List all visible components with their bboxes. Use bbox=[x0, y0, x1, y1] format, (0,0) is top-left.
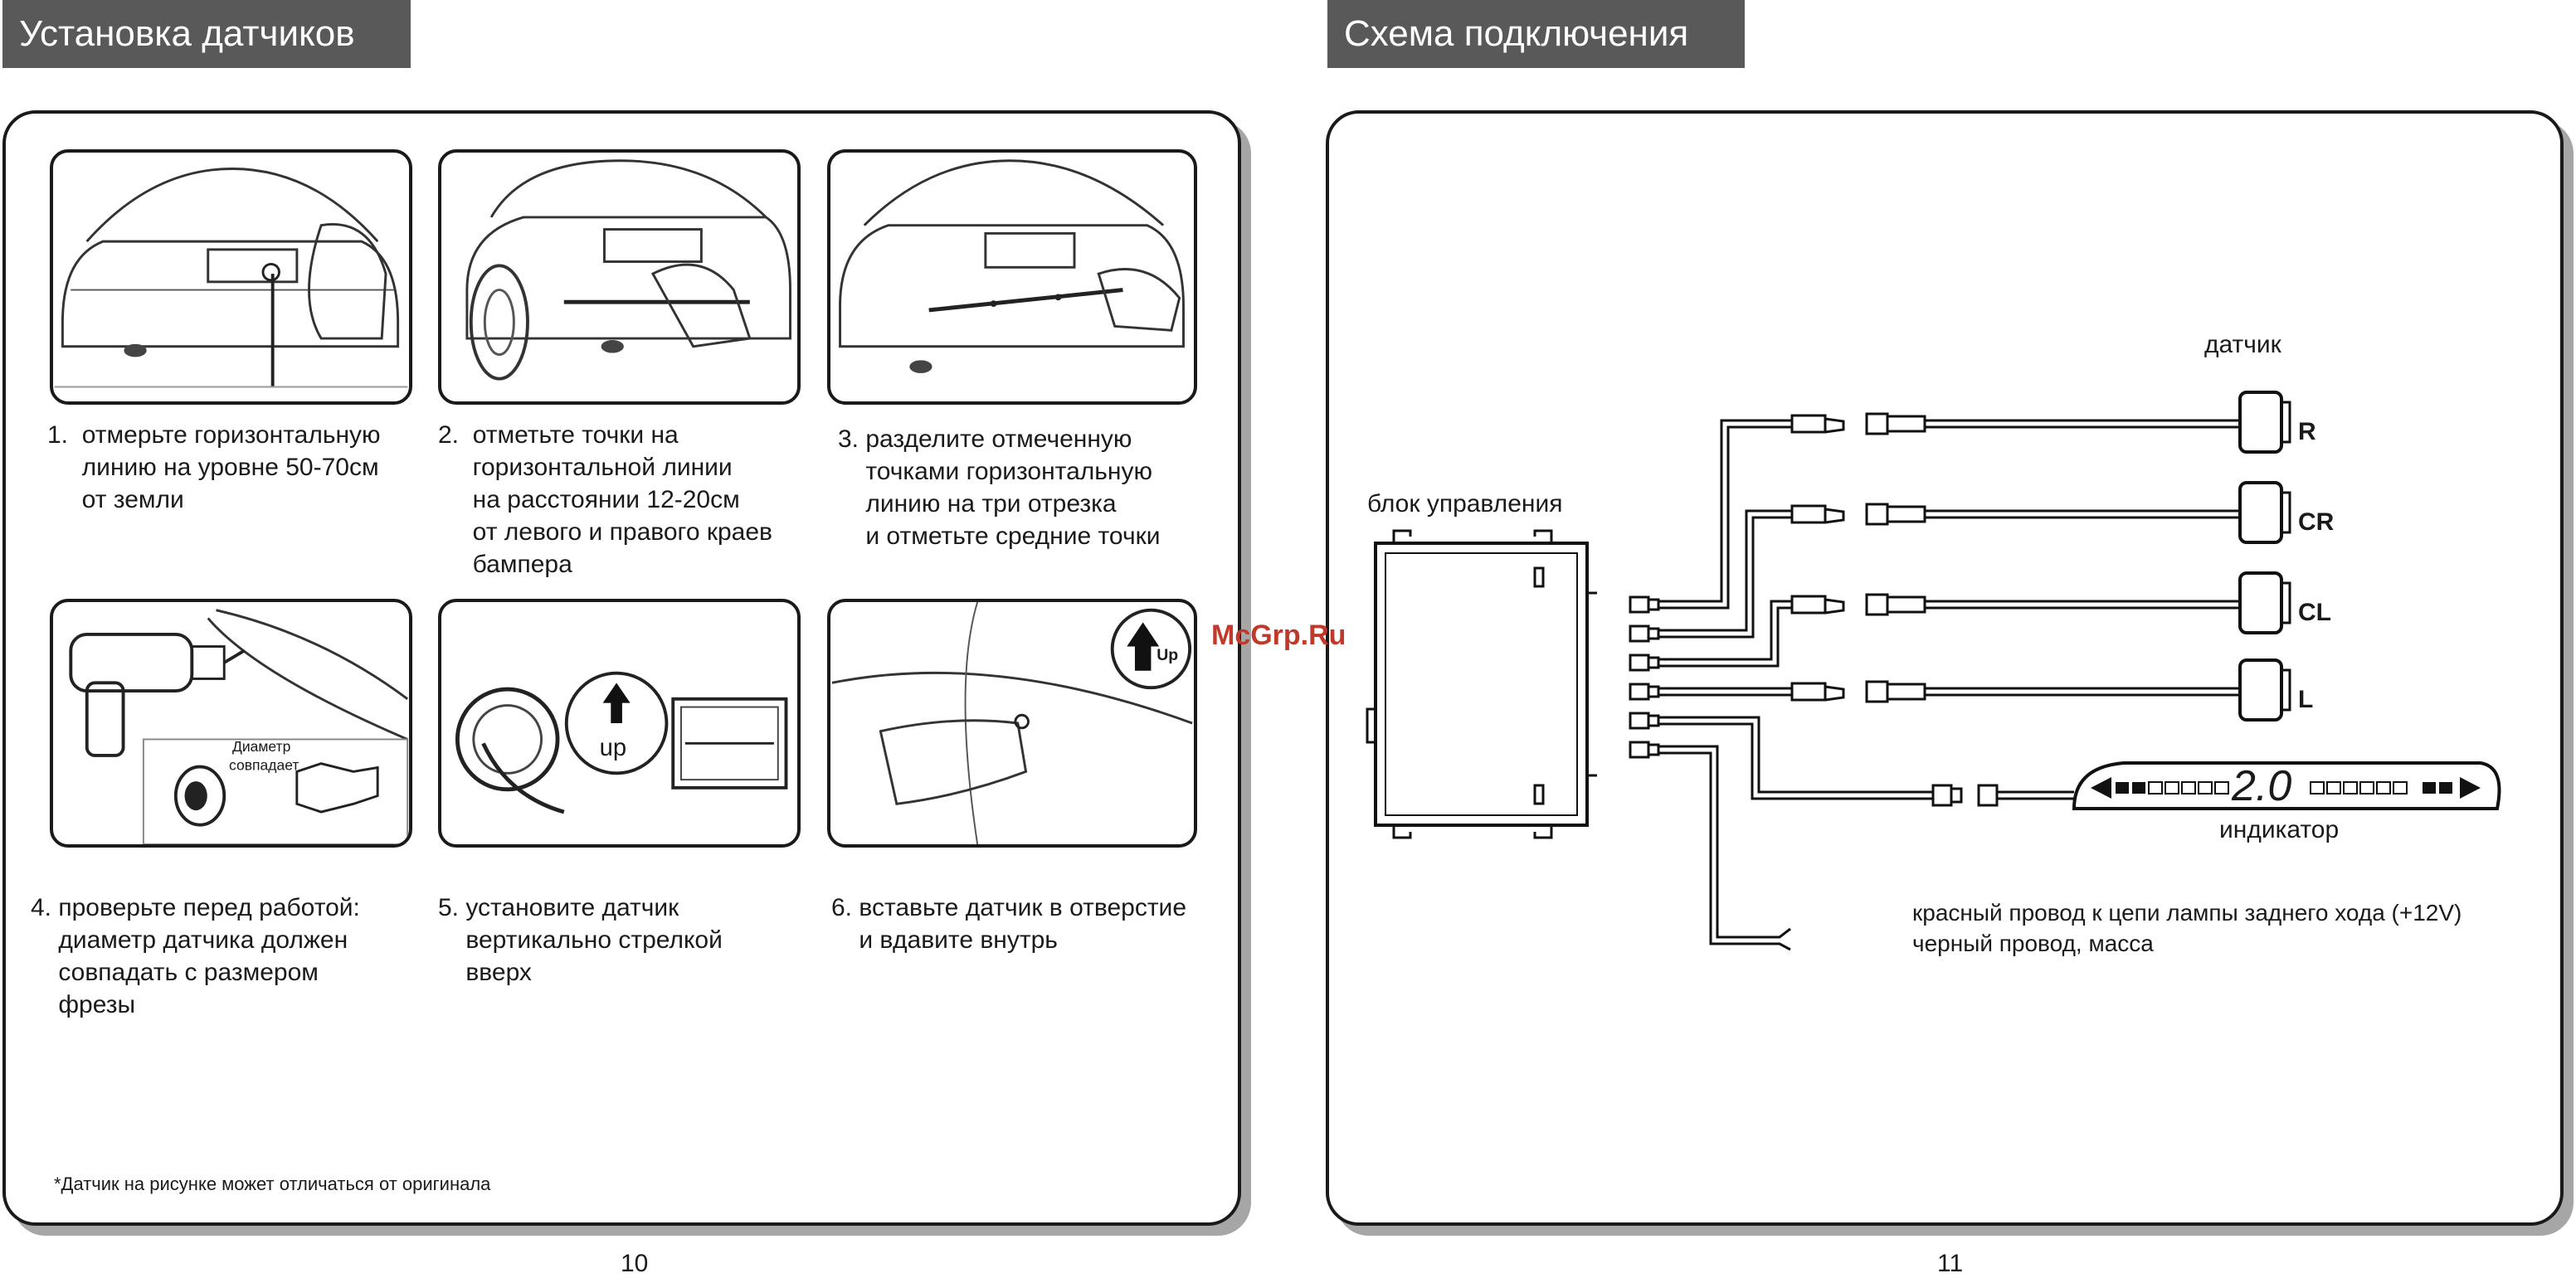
wiring-diagram: блок управления bbox=[1327, 112, 2568, 1223]
drill-icon: Диаметр совпадает bbox=[69, 609, 409, 844]
car-rear-divide-icon bbox=[839, 159, 1185, 373]
sensor-l-label: L bbox=[2298, 686, 2313, 713]
step-1-illustration bbox=[50, 149, 412, 405]
sensor-cl-label: CL bbox=[2298, 599, 2331, 626]
step-3-illustration bbox=[827, 149, 1197, 405]
right-page-title: Схема подключения bbox=[1327, 0, 1745, 68]
watermark: McGrp.Ru bbox=[1211, 620, 1346, 651]
sensor-line-r bbox=[1790, 391, 2291, 454]
sensor-line-cr bbox=[1790, 481, 2291, 544]
unit-connectors bbox=[1629, 595, 1660, 759]
sensor-line-cl bbox=[1790, 571, 2291, 634]
sensor-cr-label: CR bbox=[2298, 508, 2335, 536]
black-wire-label: черный провод, масса bbox=[1912, 931, 2154, 956]
left-page-title: Установка датчиков bbox=[2, 0, 411, 68]
car-rear-mark-icon bbox=[465, 159, 791, 381]
page-number-right: 11 bbox=[1937, 1250, 1964, 1277]
step-5-text: 5. установите датчик вертикально стрелко… bbox=[438, 894, 723, 986]
diameter-label-1: Диаметр bbox=[232, 738, 290, 755]
indicator-value: 2.0 bbox=[2231, 762, 2291, 810]
power-wires bbox=[1658, 745, 1791, 951]
step-2-text: 2. отметьте точки на горизонтальной лини… bbox=[438, 421, 772, 578]
indicator-connector bbox=[1931, 784, 2074, 807]
wiring-diagram-svg: блок управления bbox=[1366, 331, 2501, 956]
step-5-illustration: up bbox=[438, 599, 801, 848]
step-4-text: 4. проверьте перед работой: диаметр датч… bbox=[31, 894, 360, 1018]
red-wire-label: красный провод к цепи лампы заднего хода… bbox=[1912, 900, 2462, 926]
indicator-label: индикатор bbox=[2219, 816, 2339, 843]
sensor-label: датчик bbox=[2204, 331, 2282, 358]
car-rear-measure-icon bbox=[54, 168, 408, 388]
up-label-2: Up bbox=[1157, 646, 1178, 664]
step-6-illustration: Up bbox=[827, 599, 1197, 848]
up-label: up bbox=[600, 735, 626, 761]
step-1-text: 1. отмерьте горизонтальную линию на уров… bbox=[47, 421, 381, 513]
indicator-display: 2.0 bbox=[2072, 761, 2501, 810]
footnote: *Датчик на рисунке может отличаться от о… bbox=[54, 1174, 491, 1194]
page-number-left: 10 bbox=[621, 1250, 649, 1277]
step-6-text: 6. вставьте датчик в отверстие и вдавите… bbox=[831, 894, 1186, 954]
step-3-text: 3. разделите отмеченную точками горизонт… bbox=[838, 425, 1161, 550]
step-4-illustration: Диаметр совпадает bbox=[50, 599, 412, 848]
sensor-r-label: R bbox=[2298, 418, 2316, 445]
control-unit-box bbox=[1366, 529, 1597, 839]
step-2-illustration bbox=[438, 149, 801, 405]
control-unit-label: блок управления bbox=[1367, 490, 1562, 518]
sensor-line-l bbox=[1790, 658, 2291, 722]
sensor-up-icon: up bbox=[455, 671, 788, 814]
diameter-label-2: совпадает bbox=[229, 756, 299, 773]
insert-sensor-icon: Up bbox=[831, 602, 1193, 844]
